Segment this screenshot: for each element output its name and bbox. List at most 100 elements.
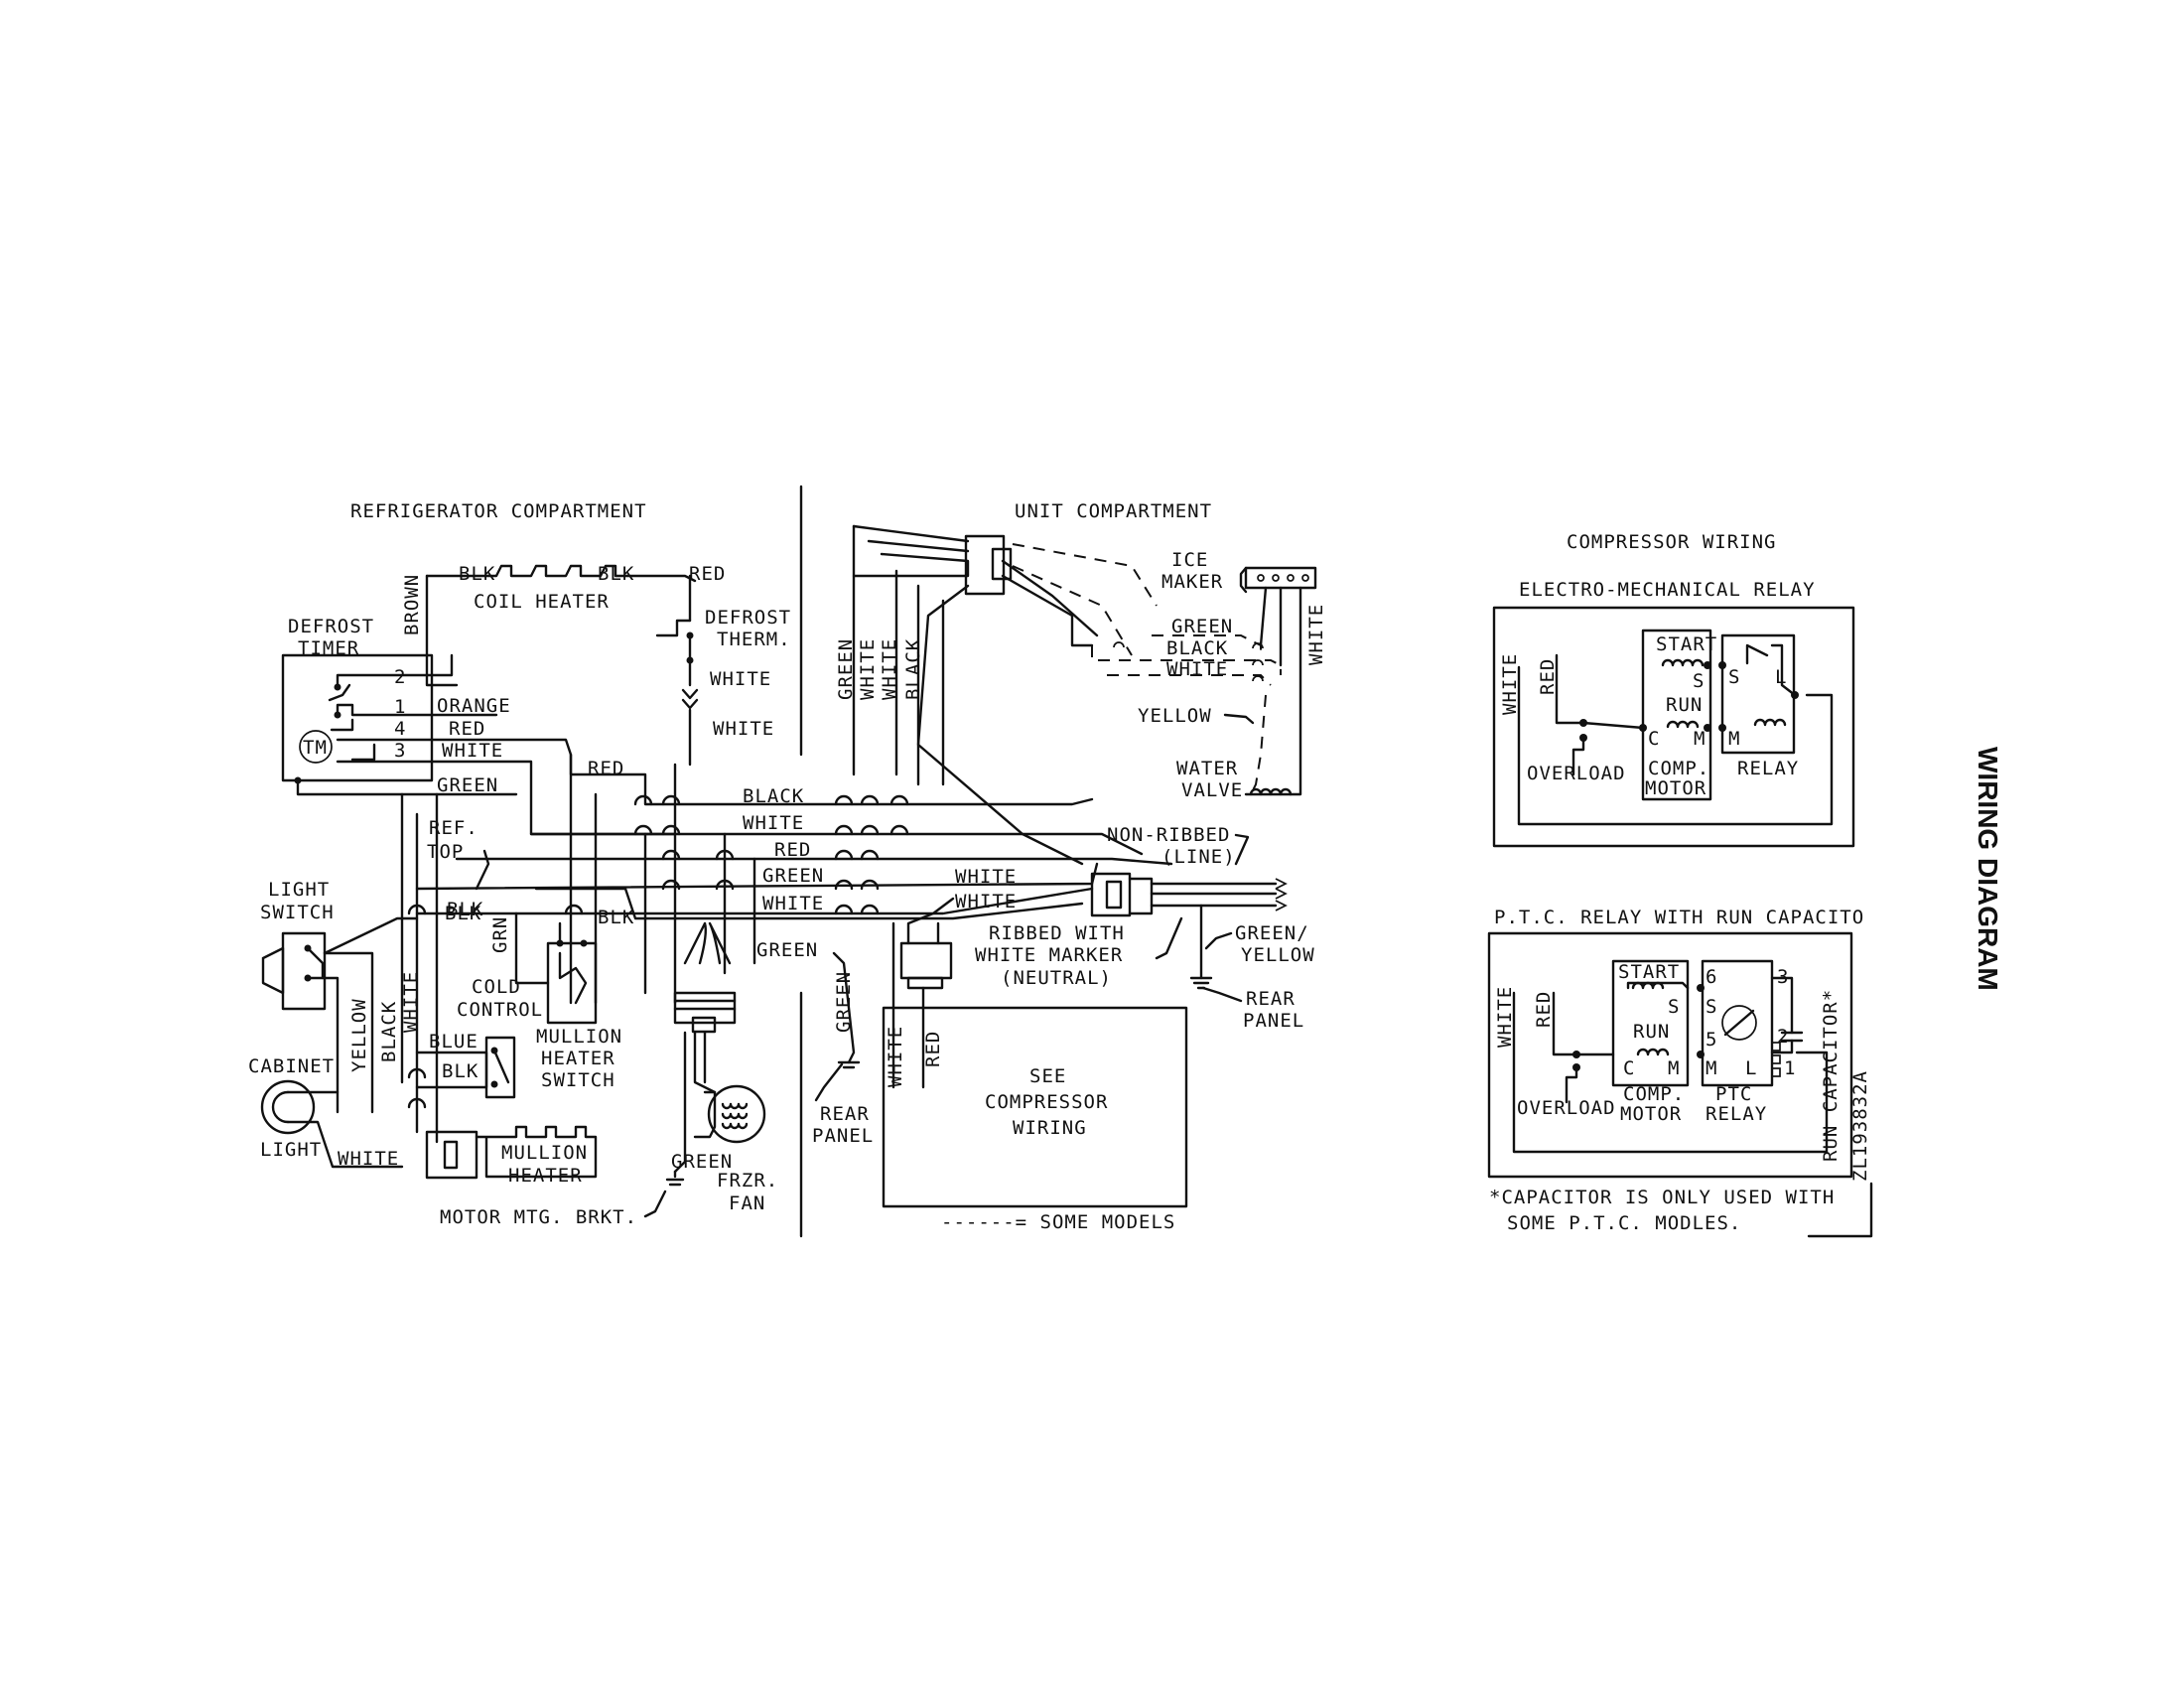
mullion-heater-switch-label-2: HEATER (541, 1048, 615, 1069)
diagram-title: WIRING DIAGRAM (1973, 747, 2003, 991)
emr-m-label: M (1694, 728, 1706, 750)
cabinet-light (260, 1079, 404, 1169)
coil-heater-label: COIL HEATER (474, 591, 610, 613)
wire-label-white-cab: WHITE (338, 1148, 399, 1170)
mullion-heater-switch-label-3: SWITCH (541, 1069, 615, 1091)
emr-c-label: C (1648, 728, 1660, 750)
wire-label-white-bus-2: WHITE (762, 893, 824, 914)
wire-label-brown: BROWN (401, 574, 423, 635)
emr-start-label: START (1656, 633, 1717, 655)
wire-label-green-rear: GREEN (833, 971, 855, 1033)
defrost-therm-label-2: THERM. (717, 629, 791, 650)
ptc-s-label: S (1668, 996, 1680, 1018)
ptc-run-capacitor-label: RUN CAPACITOR* (1820, 989, 1842, 1162)
wire-label-white-light: WHITE (400, 971, 422, 1033)
wire-label-white-ice: WHITE (1166, 658, 1228, 680)
terminal-4: 4 (394, 718, 406, 740)
wire-label-white-unit-1: WHITE (857, 638, 879, 700)
compressor-wiring-title: COMPRESSOR WIRING (1567, 531, 1776, 553)
wire-label-blk-mull: BLK (442, 1060, 478, 1082)
some-models-note: ------= SOME MODELS (941, 1211, 1175, 1233)
cabinet-light-label-1: CABINET (248, 1055, 335, 1077)
emr-white-label: WHITE (1499, 653, 1521, 715)
ptc-relay-m-label: M (1706, 1057, 1717, 1079)
ptc-run-label: RUN (1633, 1021, 1670, 1043)
wire-label-green-timer: GREEN (437, 774, 498, 796)
ptc-relay-s-label: S (1706, 996, 1717, 1018)
wire-label-red-1: RED (689, 563, 726, 585)
wire-label-white-therm-1: WHITE (710, 668, 771, 690)
footnote-line-2: SOME P.T.C. MODLES. (1507, 1212, 1741, 1234)
see-compressor-label-2: COMPRESSOR (985, 1091, 1108, 1113)
frzr-fan-label-1: FRZR. (717, 1170, 778, 1192)
terminal-2: 2 (394, 666, 406, 688)
wire-label-yellow: YELLOW (348, 998, 370, 1072)
defrost-timer-label-1: DEFROST (288, 616, 374, 637)
ice-maker-label-2: MAKER (1161, 571, 1223, 593)
light-switch-label-2: SWITCH (260, 902, 335, 923)
water-valve (1244, 787, 1293, 796)
freezer-fan (665, 921, 766, 1187)
rear-panel-label-2: PANEL (1243, 1010, 1304, 1032)
mullion-heater (425, 1125, 598, 1180)
cold-control (514, 912, 598, 1025)
green-yellow-label-1: GREEN/ (1235, 922, 1309, 944)
mullion-heater-label-1: MULLION (501, 1142, 588, 1164)
non-ribbed-label-2: (LINE) (1161, 846, 1236, 868)
terminal-3: 3 (394, 740, 406, 762)
emr-title: ELECTRO-MECHANICAL RELAY (1519, 579, 1816, 601)
light-switch (261, 916, 419, 1114)
ptc-relay-label-2: RELAY (1706, 1103, 1767, 1125)
coil-heater: COIL HEATER (425, 564, 697, 687)
wire-label-white-comp: WHITE (885, 1026, 906, 1087)
cold-control-label-2: CONTROL (457, 999, 543, 1021)
wire-crossovers (407, 794, 909, 1109)
cold-control-label-1: COLD (472, 976, 521, 998)
ref-top-label-1: REF. (429, 817, 478, 839)
rear-panel-label-1: REAR (1246, 988, 1296, 1010)
wire-label-blk-ctrl: BLK (598, 907, 634, 928)
unit-connector (852, 524, 1099, 866)
emr-relay-l-label: L (1775, 666, 1787, 688)
emr-comp-motor-label-1: COMP. (1648, 758, 1709, 779)
wire-label-green-bus: GREEN (762, 865, 824, 887)
ptc-title: P.T.C. RELAY WITH RUN CAPACITO (1494, 907, 1864, 928)
wire-label-blk-2: BLK (598, 563, 634, 585)
ptc-relay-label-1: PTC (1715, 1083, 1752, 1105)
emr-run-label: RUN (1666, 694, 1703, 716)
emr-red-label: RED (1537, 658, 1559, 695)
mullion-heater-label-2: HEATER (508, 1165, 583, 1187)
wire-label-white-ribbed-1: WHITE (955, 866, 1017, 888)
defrost-timer: TM (281, 653, 498, 784)
wire-label-white-therm-2: WHITE (713, 718, 774, 740)
terminal-1: 1 (394, 696, 406, 718)
see-compressor-label-1: SEE (1029, 1065, 1066, 1087)
ribbed-label-1: RIBBED WITH (989, 922, 1125, 944)
wire-label-blk-light: BLK (445, 903, 481, 924)
wire-label-green-fan-gnd: GREEN (671, 1151, 733, 1173)
wire-label-red-bus: RED (774, 839, 811, 861)
ribbed-label-3: (NEUTRAL) (1001, 967, 1112, 989)
wire-label-orange: ORANGE (437, 695, 511, 717)
ptc-comp-motor-label-2: MOTOR (1620, 1103, 1682, 1125)
wire-label-blue: BLUE (429, 1031, 478, 1052)
footnote-line-1: *CAPACITOR IS ONLY USED WITH (1489, 1187, 1835, 1208)
wire-label-grn: GRN (489, 916, 511, 953)
cabinet-light-label-2: LIGHT (260, 1139, 322, 1161)
part-number: ZL193832A (1849, 1070, 1871, 1182)
defrost-therm (655, 619, 699, 767)
ptc-node-3: 3 (1777, 966, 1789, 988)
ptc-node-5: 5 (1706, 1029, 1717, 1051)
wire-label-blk-1: BLK (459, 563, 495, 585)
wire-label-red-comp: RED (922, 1031, 944, 1067)
line-connector (1090, 872, 1288, 990)
frzr-fan-label-2: FAN (729, 1193, 765, 1214)
wire-label-green-fan: GREEN (756, 939, 818, 961)
wire-label-black-unit: BLACK (902, 638, 924, 700)
ptc-white-label: WHITE (1494, 986, 1516, 1048)
ptc-c-label: C (1623, 1057, 1635, 1079)
wire-label-white-timer: WHITE (442, 740, 503, 762)
motor-mtg-brkt-label: MOTOR MTG. BRKT. (440, 1206, 637, 1228)
emr-overload-label: OVERLOAD (1527, 763, 1626, 784)
